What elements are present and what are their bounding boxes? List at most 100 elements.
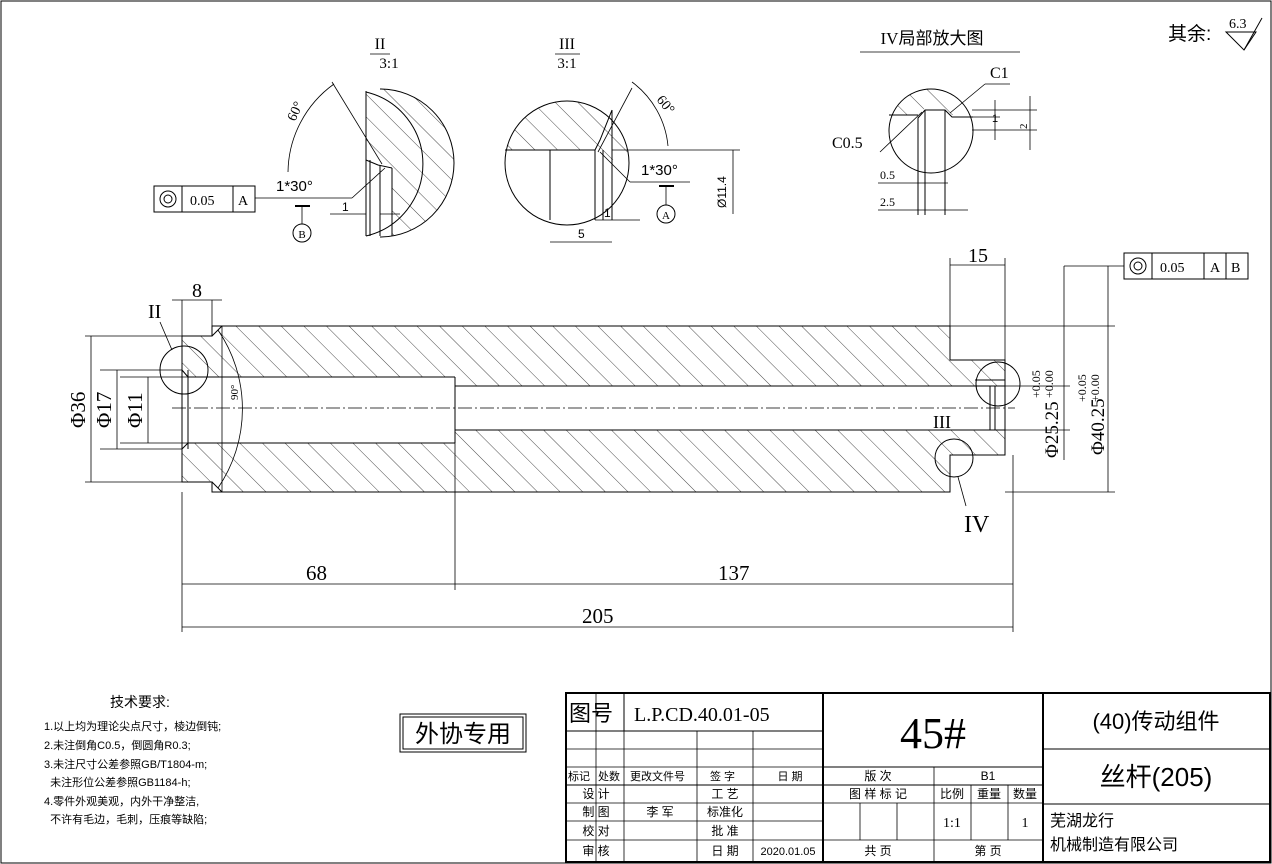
drawing-no-label: 图号 (569, 701, 613, 726)
detail-iv-dim-1: 1 (992, 113, 998, 125)
detail-view-iii: III 3:1 60° 1*30° 1 5 Ø11.4 A (504, 36, 740, 243)
tech-item: 4.零件外观美观，内外干净整洁, (44, 794, 199, 808)
datum-b-symbol (292, 223, 312, 243)
main-section-view: II III IV 90° 8 15 Φ36 Φ17 Φ11 Φ25 (66, 245, 1249, 632)
version-value: B1 (981, 769, 996, 783)
main-tol-value: 0.05 (1160, 261, 1185, 276)
detail-ii-angle: 60° (285, 100, 307, 124)
outsourced-stamp (399, 713, 527, 753)
main-label-ii: II (148, 301, 161, 323)
qty-label: 数量 (1013, 786, 1037, 801)
tech-item: 未注形位公差参照GB1184-h; (44, 775, 191, 789)
detail-iii-datum-a: A (662, 210, 670, 222)
total-pages: 共 页 (864, 844, 891, 858)
drawer-name: 李 军 (646, 804, 673, 819)
detail-ii-tol-value: 0.05 (190, 194, 215, 209)
detail-ii-tolerance-frame (153, 185, 256, 213)
hdr-date: 日 期 (777, 770, 802, 783)
title-block: 图号 L.P.CD.40.01-05 45# (40)传动组件 丝杆(205) … (565, 692, 1271, 863)
tech-item: 2.未注倒角C0.5，倒圆角R0.3; (44, 738, 191, 752)
main-dia-17: Φ17 (92, 392, 116, 428)
detail-view-iv: IV局部放大图 C1 C0.5 1 2 0.5 2.5 (832, 29, 1037, 215)
company-line-2: 机械制造有限公司 (1050, 836, 1178, 854)
main-tol-25-upper: +0.05 (1029, 370, 1043, 398)
main-dim-137: 137 (718, 561, 750, 585)
main-label-iv: IV (964, 512, 990, 538)
detail-ii-scale: 3:1 (379, 56, 398, 72)
ratio-value: 1:1 (943, 816, 961, 831)
datum-a-symbol (656, 204, 676, 224)
detail-iii-dia: Ø11.4 (715, 176, 729, 208)
detail-iv-dim-2: 2 (1018, 124, 1030, 130)
detail-ii-dim: 1 (342, 200, 349, 214)
hdr-mark: 标记 (568, 769, 590, 783)
main-dia-36: Φ36 (66, 392, 90, 428)
approve-label: 批 准 (711, 823, 738, 838)
material: 45# (900, 709, 966, 758)
tech-title: 技术要求: (110, 694, 170, 710)
main-tolerance-frame (1123, 252, 1249, 280)
main-tol-40-lower: +0.00 (1088, 374, 1102, 402)
tech-item: 3.未注尺寸公差参照GB/T1804-m; (44, 757, 207, 771)
company-line-1: 芜湖龙行 (1050, 812, 1114, 830)
main-tol-datum-a: A (1210, 261, 1221, 276)
detail-iii-dim-b: 5 (578, 227, 585, 241)
detail-iv-marker (934, 438, 974, 478)
draw-label: 制 图 (582, 805, 609, 819)
qty-value: 1 (1022, 816, 1029, 831)
detail-iii-dim-a: 1 (604, 206, 611, 220)
main-dia-40: Φ40.25 (1088, 398, 1109, 455)
version-label: 版 次 (864, 769, 891, 783)
assembly-name: (40)传动组件 (1092, 709, 1219, 734)
technical-requirements: 技术要求: 1.以上均为理论尖点尺寸，棱边倒钝; 2.未注倒角C0.5，倒圆角R… (44, 694, 221, 826)
surface-finish-label: 其余: (1168, 23, 1211, 45)
main-concentricity-icon (1129, 257, 1147, 275)
detail-iii-marker (975, 361, 1021, 407)
date-label: 日 期 (711, 844, 738, 858)
review-label: 审 核 (582, 843, 609, 858)
part-name: 丝杆(205) (1100, 762, 1213, 792)
main-dia-11: Φ11 (123, 392, 147, 428)
drawing-number: L.P.CD.40.01-05 (634, 704, 770, 726)
tech-item: 不许有毛边，毛刺，压痕等缺陷; (44, 812, 207, 826)
detail-iii-label: III (559, 36, 575, 53)
detail-iii-scale: 3:1 (557, 56, 576, 72)
detail-iv-dim-05: 0.5 (880, 168, 895, 182)
main-dim-68: 68 (306, 561, 327, 585)
main-dia-25: Φ25.25 (1042, 401, 1063, 458)
concentricity-icon (159, 190, 177, 208)
standard-label: 标准化 (707, 805, 743, 819)
detail-view-ii: II 3:1 60° 1*30° 1 0.05 A B (153, 36, 455, 243)
main-dim-8: 8 (192, 280, 202, 302)
detail-ii-chamfer: 1*30° (276, 178, 313, 195)
main-tol-40-upper: +0.05 (1075, 374, 1089, 402)
ratio-label: 比例 (940, 787, 964, 801)
detail-iv-dim-25: 2.5 (880, 195, 895, 209)
detail-iv-c1: C1 (990, 65, 1009, 82)
tech-item: 1.以上均为理论尖点尺寸，棱边倒钝; (44, 719, 221, 733)
main-dim-205: 205 (582, 604, 614, 628)
hdr-change-doc: 更改文件号 (630, 769, 685, 783)
detail-iv-title: IV局部放大图 (881, 29, 984, 48)
design-label: 设 计 (582, 787, 609, 801)
main-tol-datum-b: B (1231, 261, 1240, 276)
detail-iii-angle: 60° (653, 93, 677, 118)
process-label: 工 艺 (711, 787, 738, 801)
hdr-count: 处数 (598, 770, 620, 783)
check-label: 校 对 (582, 823, 609, 838)
hdr-sign: 签 字 (710, 769, 735, 783)
weight-label: 重量 (977, 787, 1001, 801)
stamp-text: 外协专用 (415, 721, 511, 748)
detail-iv-c05: C0.5 (832, 135, 863, 152)
main-angle-90: 90° (229, 385, 241, 400)
marks-label: 图 样 标 记 (849, 786, 907, 801)
page-number: 第 页 (974, 844, 1001, 858)
main-tol-25-lower: +0.00 (1042, 370, 1056, 398)
roughness-symbol-icon (1224, 31, 1257, 51)
main-dim-15: 15 (968, 245, 988, 267)
detail-ii-tol-datum: A (238, 194, 249, 209)
main-label-iii: III (933, 412, 951, 432)
date-value: 2020.01.05 (760, 846, 815, 858)
detail-iii-chamfer: 1*30° (641, 162, 678, 179)
